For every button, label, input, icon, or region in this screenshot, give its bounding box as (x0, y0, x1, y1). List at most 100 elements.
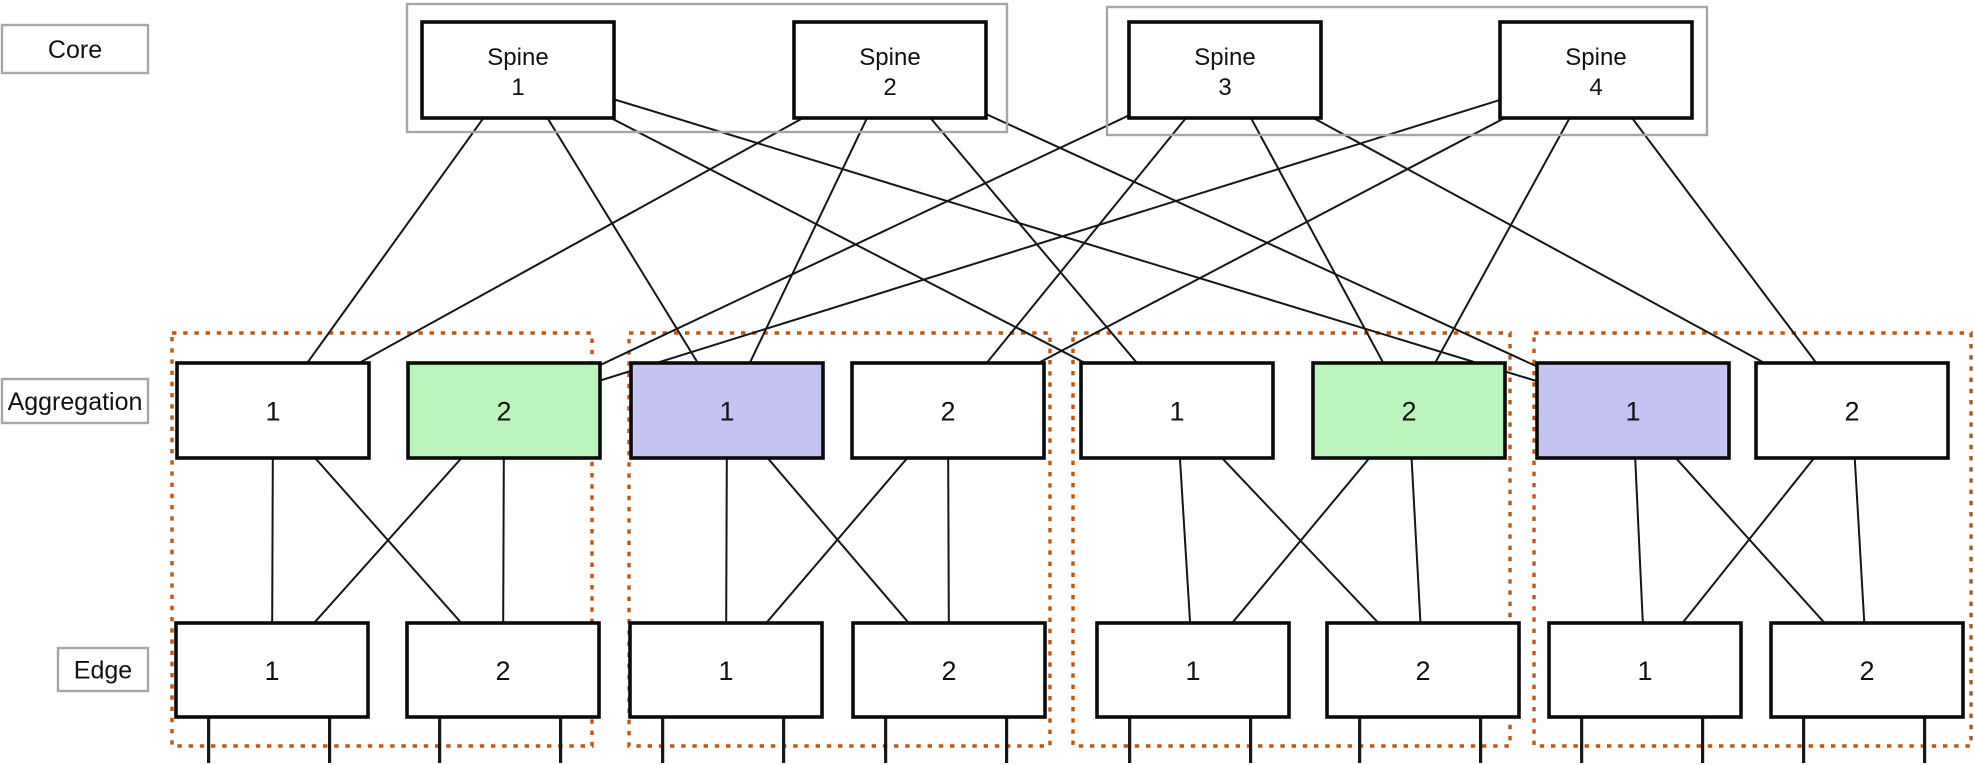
link-spine2-pod2-agg1 (726, 69, 891, 411)
spine-3-number: 3 (1218, 74, 1231, 101)
pod4-edge2-box (1769, 621, 1965, 719)
layer-label-edge: Edge (56, 646, 150, 693)
link-spine2-pod1-agg1 (272, 69, 891, 412)
pod-3-boundary (1071, 331, 1512, 748)
pod1-edge2-box (405, 621, 601, 719)
link-spine2-pod4-agg1 (889, 69, 1634, 412)
spine-3-node: Spine 3 (1127, 20, 1323, 120)
link-spine3-pod4-agg2 (1224, 69, 1853, 412)
pod1-agg1-box (175, 361, 371, 460)
spine-group-2-frame (1105, 5, 1709, 137)
pod3-agg2-node: 2 (1311, 361, 1507, 460)
pod3-edge2-number: 2 (1415, 656, 1430, 686)
pod1-agg2-number: 2 (496, 397, 511, 427)
pod3-edge1-number: 1 (1185, 656, 1200, 686)
pod3-agg2-number: 2 (1401, 397, 1416, 427)
pod2-agg1-box (629, 361, 825, 460)
spine-4-number: 4 (1589, 74, 1602, 101)
spine-groups-layer (405, 2, 1709, 137)
layer-label-edge-box (56, 646, 150, 693)
spine-group-1-frame (405, 2, 1009, 134)
pod2-edge2-node: 2 (851, 621, 1047, 719)
spine-1-node: Spine 1 (420, 20, 616, 120)
pod4-edge1-number: 1 (1637, 656, 1652, 686)
pod1-edge2-node: 2 (405, 621, 601, 719)
nodes-layer: Spine 1 Spine 2 Spine 3 Spine 4 1 2 1 2 1 2 1 2 1 2 1 2 1 2 1 2 (174, 20, 1965, 719)
layer-label-core-text: Core (48, 36, 102, 64)
spine-1-number: 1 (511, 74, 524, 101)
pod4-edge2-number: 2 (1859, 656, 1874, 686)
layer-label-core-box (0, 23, 150, 75)
pod1-agg2-node: 2 (406, 361, 602, 460)
pod4-edge2-node: 2 (1769, 621, 1965, 719)
pod1-edge1-box (174, 621, 370, 719)
link-spine2-pod3-agg1 (889, 69, 1178, 412)
pod4-agg1-box (1535, 361, 1731, 460)
link-spine1-pod4-agg1 (517, 69, 1634, 412)
pod-2-boundary (627, 331, 1052, 748)
spine-2-box (792, 20, 988, 120)
pod2-agg2-box (850, 361, 1046, 460)
pod1-agg2-box (406, 361, 602, 460)
pod-1-boundary (170, 331, 594, 748)
spine-2-label: Spine (859, 44, 920, 71)
pod4-agg2-node: 2 (1754, 361, 1950, 460)
pod3-edge1-box (1095, 621, 1291, 719)
spine-3-box (1127, 20, 1323, 120)
layer-label-aggregation-box (0, 377, 150, 425)
pod3-agg2-box (1311, 361, 1507, 460)
spine-2-number: 2 (883, 74, 896, 101)
pod1-edge2-number: 2 (495, 656, 510, 686)
pod3-agg1-number: 1 (1169, 397, 1184, 427)
pod4-agg1-number: 1 (1625, 397, 1640, 427)
spine-4-label: Spine (1565, 44, 1626, 71)
pod3-edge2-node: 2 (1325, 621, 1521, 719)
pod1-agg1-number: 1 (265, 397, 280, 427)
spine-4-node: Spine 4 (1498, 20, 1694, 120)
link-spine1-pod1-agg1 (272, 69, 519, 412)
pod-4-boundary (1532, 331, 1973, 748)
layer-label-aggregation: Aggregation (0, 377, 150, 425)
pod4-agg2-number: 2 (1844, 397, 1859, 427)
pod1-edge1-node: 1 (174, 621, 370, 719)
pod2-agg2-node: 2 (850, 361, 1046, 460)
layer-label-core: Core (0, 23, 150, 75)
pod2-agg1-node: 1 (629, 361, 825, 460)
pod4-edge1-box (1547, 621, 1743, 719)
link-spine1-pod2-agg1 (517, 69, 728, 412)
spine-2-node: Spine 2 (792, 20, 988, 120)
pod3-edge1-node: 1 (1095, 621, 1291, 719)
link-spine3-pod3-agg2 (1224, 69, 1410, 411)
pod-boundaries-layer (170, 331, 1973, 748)
layer-label-edge-text: Edge (74, 657, 132, 685)
pod4-agg2-box (1754, 361, 1950, 460)
spine-3-label: Spine (1194, 44, 1255, 71)
spine-1-label: Spine (487, 44, 548, 71)
link-spine3-pod2-agg2 (947, 69, 1226, 412)
pod2-edge2-number: 2 (941, 656, 956, 686)
pod3-agg1-node: 1 (1079, 361, 1275, 460)
link-spine4-pod2-agg2 (947, 69, 1597, 412)
pod2-edge1-box (628, 621, 824, 719)
pod2-agg1-number: 1 (719, 397, 734, 427)
link-spine4-pod3-agg2 (1408, 69, 1597, 411)
link-spine4-pod1-agg2 (503, 69, 1597, 412)
pod4-edge1-node: 1 (1547, 621, 1743, 719)
pod2-agg2-number: 2 (940, 397, 955, 427)
spine-4-box (1498, 20, 1694, 120)
pod2-edge1-number: 1 (718, 656, 733, 686)
pod1-agg1-node: 1 (175, 361, 371, 460)
pod4-agg1-node: 1 (1535, 361, 1731, 460)
link-spine1-pod3-agg1 (517, 69, 1178, 412)
link-spine3-pod1-agg2 (503, 69, 1226, 412)
spine-1-box (420, 20, 616, 120)
pod1-edge1-number: 1 (264, 656, 279, 686)
pod2-edge2-box (851, 621, 1047, 719)
pod2-edge1-node: 1 (628, 621, 824, 719)
pod3-agg1-box (1079, 361, 1275, 460)
layer-label-aggregation-text: Aggregation (8, 388, 143, 416)
pod3-edge2-box (1325, 621, 1521, 719)
